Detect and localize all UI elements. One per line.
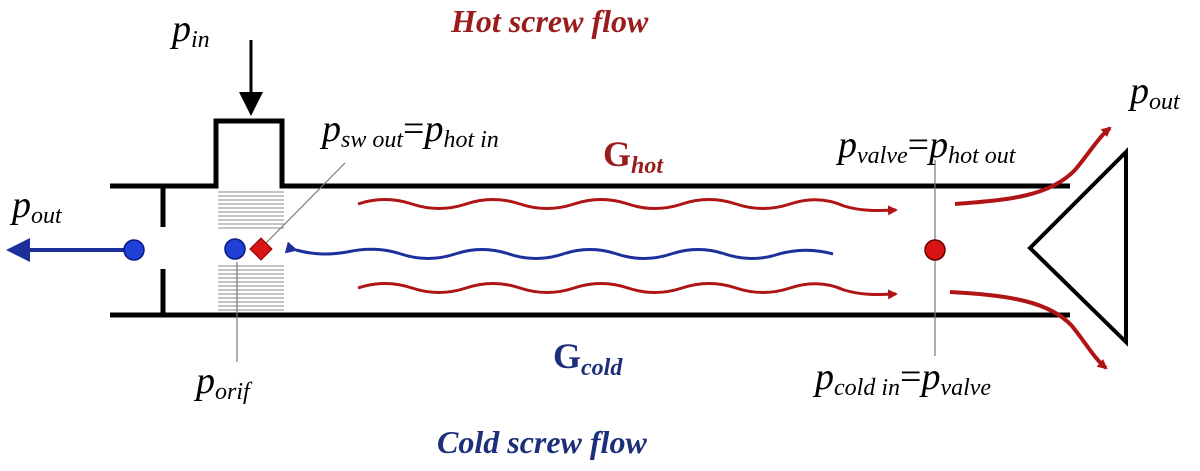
swirl-outlet-point-marker [249,237,273,261]
orifice-hatching [218,191,284,311]
label-p-cold-in-eq-p-valve: pcold in=pvalve [815,356,992,401]
label-p-in: pin [172,8,210,53]
cold-flow-line [284,241,834,260]
orifice-point-marker [224,238,246,260]
tube-top-wall [110,118,1070,189]
valve-point-marker [924,239,946,261]
hot-flow-line-lower [357,282,898,300]
leader-lines [236,160,936,362]
inlet-arrow [239,40,263,116]
hot-flow-title: Hot screw flow [451,3,649,39]
label-p-valve-eq-p-hot-out: pvalve=phot out [838,124,1016,169]
label-p-out-left: pout [12,184,62,229]
label-p-sw-out-eq-p-hot-in: psw out=phot in [322,108,499,153]
label-g-hot: Ghot [603,134,664,180]
cold-outlet-point-marker [123,239,145,261]
label-p-orif: porif [196,360,250,405]
hot-exit-flow-lower [949,290,1108,370]
hot-valve-cone [1027,147,1128,347]
hot-flow-line-upper [357,198,898,216]
hot-exit-flow-upper [954,126,1112,206]
leader-sw-out [264,162,346,245]
label-p-out-right: pout [1130,70,1180,115]
cold-flow-title: Cold screw flow [437,424,647,460]
label-g-cold: Gcold [553,336,623,382]
cold-outlet-arrow [6,238,130,262]
tube-walls [110,118,1070,318]
